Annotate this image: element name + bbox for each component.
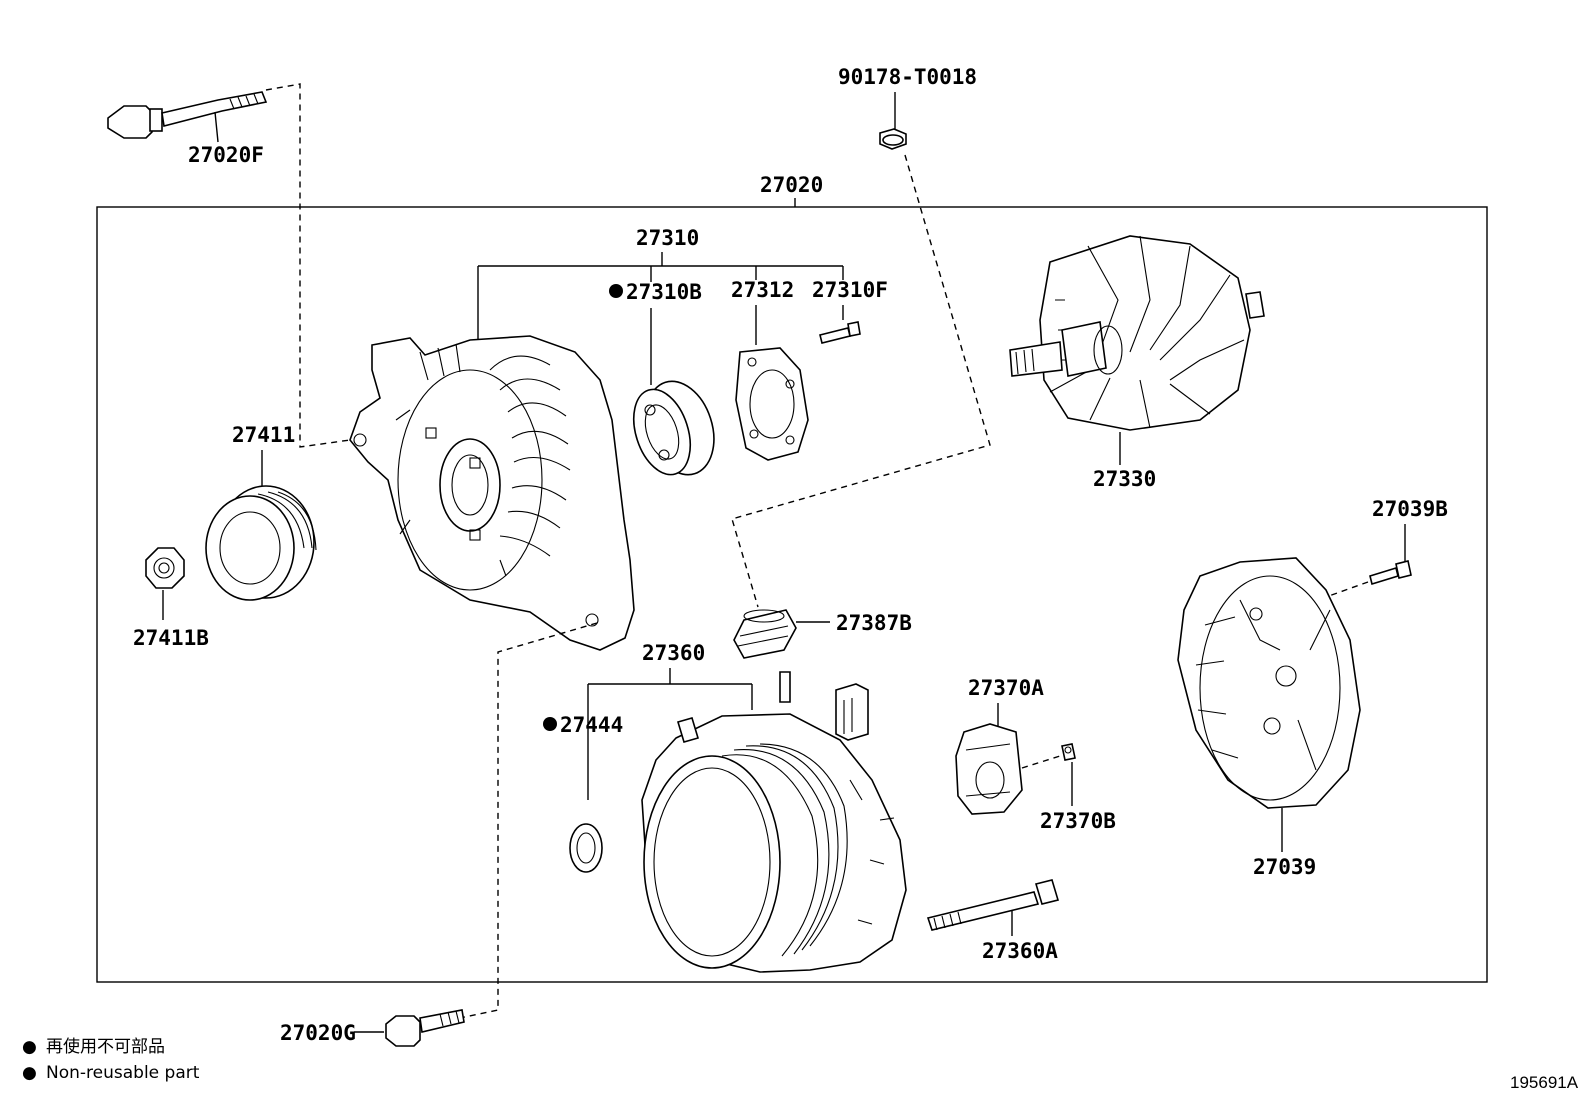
label-27387b: 27387B: [836, 611, 912, 635]
drive-end-frame-27310[interactable]: [349, 335, 635, 651]
label-27360: 27360: [642, 641, 705, 665]
rear-frame-assembly-27360[interactable]: [641, 671, 907, 973]
bolt-27020f[interactable]: [107, 91, 268, 143]
label-27370a: 27370A: [968, 676, 1044, 700]
rear-cover-27039[interactable]: [1177, 557, 1361, 809]
rotor-27330[interactable]: [1009, 235, 1265, 431]
bolt-27020g[interactable]: [385, 1009, 465, 1047]
label-27020g: 27020G: [280, 1021, 356, 1045]
label-27360a: 27360A: [982, 939, 1058, 963]
figure-id: 195691A: [1510, 1073, 1579, 1092]
retainer-plate-27312[interactable]: [735, 347, 809, 461]
nut-27411b[interactable]: [145, 547, 185, 589]
screw-27370b[interactable]: [1061, 743, 1076, 761]
label-90178-t0018: 90178-T0018: [838, 65, 977, 89]
label-27330: 27330: [1093, 467, 1156, 491]
label-27444: 27444: [560, 713, 623, 737]
label-27310f: 27310F: [812, 278, 888, 302]
screw-27039b[interactable]: [1369, 560, 1412, 586]
non-reusable-marker-27310b: [609, 284, 623, 298]
pulley-27411[interactable]: [205, 485, 317, 601]
legend-bullet-jp: ●: [22, 1037, 37, 1057]
label-27039b: 27039B: [1372, 497, 1448, 521]
washer-27444[interactable]: [569, 823, 603, 873]
label-27310b: 27310B: [626, 280, 702, 304]
screw-27310f[interactable]: [819, 321, 861, 344]
legend: ● 再使用不可部品 ● Non-reusable part: [22, 1036, 200, 1083]
insulator-27387b[interactable]: [733, 609, 797, 659]
assembly-boundary: [96, 206, 1488, 983]
label-27310: 27310: [636, 226, 699, 250]
label-27411: 27411: [232, 423, 295, 447]
legend-text-jp: 再使用不可部品: [46, 1036, 165, 1057]
brush-holder-27370a[interactable]: [955, 723, 1023, 815]
assembly-label: 27020: [760, 173, 823, 197]
bearing-27310b[interactable]: [624, 372, 726, 483]
label-27020f: 27020F: [188, 143, 264, 167]
non-reusable-marker-27444: [543, 717, 557, 731]
nut-90178-t0018[interactable]: [879, 128, 907, 150]
label-27039: 27039: [1253, 855, 1316, 879]
label-27370b: 27370B: [1040, 809, 1116, 833]
label-27312: 27312: [731, 278, 794, 302]
legend-text-en: Non-reusable part: [46, 1063, 200, 1083]
through-bolt-27360a[interactable]: [926, 879, 1060, 931]
label-27411b: 27411B: [133, 626, 209, 650]
legend-bullet-en: ●: [22, 1063, 37, 1083]
